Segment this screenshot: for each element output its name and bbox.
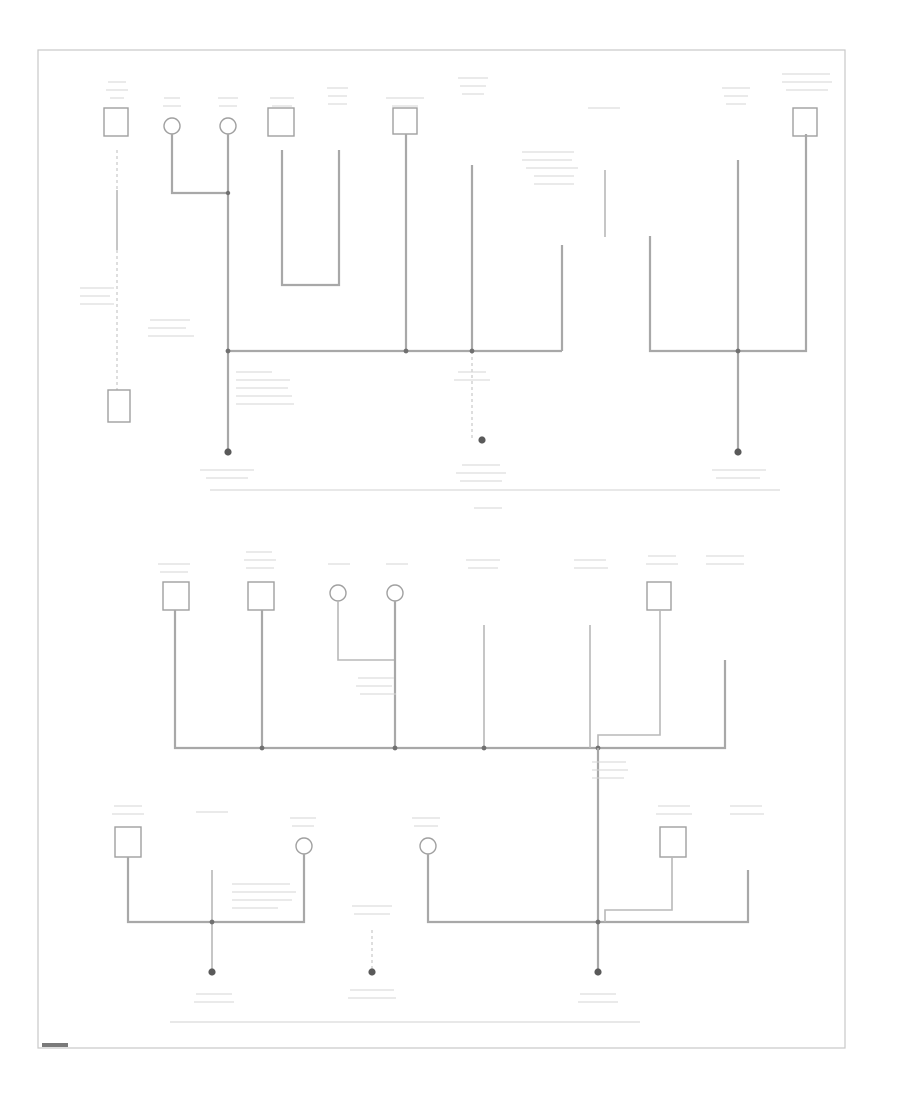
component-box-2 — [267, 107, 295, 137]
splice-dot — [392, 745, 398, 751]
component-box-4 — [792, 107, 818, 137]
component-box-1 — [103, 107, 129, 137]
wire-lower-left-bus — [126, 854, 306, 924]
splice-dot — [735, 348, 741, 354]
ground-point-icon — [368, 968, 376, 976]
wire-lower-right-bus — [426, 854, 750, 924]
wire-box9-drop — [604, 857, 673, 922]
wire-box7-drop — [597, 610, 661, 748]
ground-point-icon — [478, 436, 486, 444]
splice-dot — [259, 745, 265, 751]
splice-dot — [481, 745, 487, 751]
component-box-bottom-left — [107, 389, 131, 423]
ground-point-icon — [224, 448, 232, 456]
corner-mark — [42, 1043, 68, 1047]
lamp-5-icon — [295, 837, 313, 855]
ground-point-icon — [208, 968, 216, 976]
splice-dot — [469, 348, 475, 354]
ground-point-icon — [734, 448, 742, 456]
upper-ground-section — [103, 107, 818, 491]
component-box-7 — [646, 581, 672, 611]
wire-lamp3 — [337, 601, 395, 661]
component-box-8 — [114, 826, 142, 858]
component-box-9 — [659, 826, 687, 858]
diagram-frame — [37, 49, 846, 1049]
ground-point-icon — [594, 968, 602, 976]
wire-right-bus — [648, 134, 808, 353]
lamp-4-icon — [386, 584, 404, 602]
wire-box2-loop — [280, 150, 341, 287]
lamp-2-icon — [219, 117, 237, 135]
wire-mid-bus — [173, 610, 727, 750]
component-box-3 — [392, 107, 418, 135]
splice-dot — [225, 190, 231, 196]
component-box-6 — [247, 581, 275, 611]
splice-dot — [595, 919, 601, 925]
splice-dot — [403, 348, 409, 354]
middle-ground-section — [162, 581, 727, 751]
component-box-5 — [162, 581, 190, 611]
faint-label-marks — [80, 73, 832, 1003]
lower-ground-section — [114, 748, 750, 1023]
lamp-1-icon — [163, 117, 181, 135]
wire-lamp1 — [170, 134, 228, 195]
lamp-6-icon — [419, 837, 437, 855]
splice-dot — [209, 919, 215, 925]
lamp-3-icon — [329, 584, 347, 602]
splice-dot — [225, 348, 231, 354]
